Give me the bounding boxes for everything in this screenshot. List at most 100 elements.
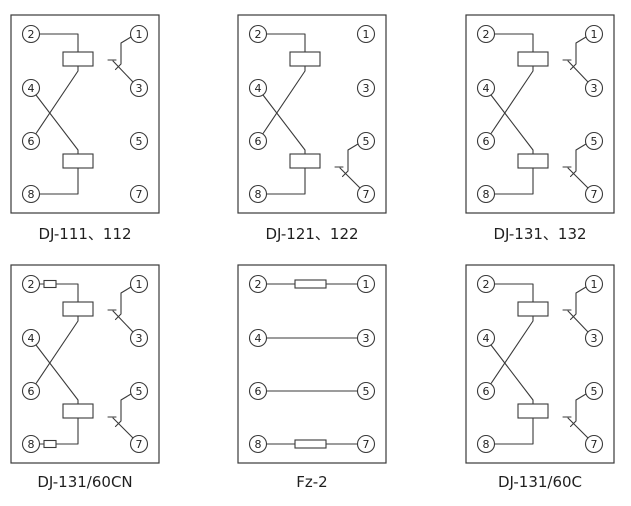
resistor-2-1 <box>294 279 327 289</box>
contact-moving-blade <box>567 417 589 439</box>
terminal-7: 7 <box>129 434 149 454</box>
contact-1-3 <box>562 286 589 333</box>
terminal-1: 1 <box>584 24 604 44</box>
crossed-wire-coil-to-terminal6 <box>490 315 534 385</box>
terminal-4: 4 <box>21 328 41 348</box>
terminal-2: 2 <box>21 24 41 44</box>
diagram-border <box>465 14 615 214</box>
contact-fixed-arm <box>114 286 132 321</box>
coil-assembly <box>35 33 94 195</box>
terminal-8-number: 8 <box>255 188 262 201</box>
terminal-7: 7 <box>356 184 376 204</box>
upper-coil <box>517 301 549 317</box>
schematic-dj-131-132: 2 4 6 8 1 3 5 7 <box>465 14 615 214</box>
terminal-3: 3 <box>584 78 604 98</box>
wire-terminal2-to-coil <box>38 33 79 53</box>
contact-1-3 <box>562 36 589 83</box>
terminal-2-number: 2 <box>255 28 262 41</box>
wire-resistor-to-coil <box>55 283 79 303</box>
terminal-8: 8 <box>248 184 268 204</box>
terminal-4-number: 4 <box>28 332 35 345</box>
terminal-3: 3 <box>129 328 149 348</box>
diagram-border <box>10 14 160 214</box>
contact-moving-blade <box>112 60 134 83</box>
crossed-wire-terminal4-to-coil <box>35 94 79 155</box>
terminal-6: 6 <box>248 381 268 401</box>
terminal-7-number: 7 <box>591 438 598 451</box>
relay-diagram-dj-131-132: 2 4 6 8 1 3 5 7 DJ-131、132 <box>465 14 615 244</box>
schematic-dj-131-60c: 2 4 6 8 1 3 5 7 <box>465 264 615 464</box>
terminal-1: 1 <box>129 24 149 44</box>
wire-coil-to-terminal8 <box>493 417 534 445</box>
terminal-8: 8 <box>248 434 268 454</box>
contact-5-7 <box>107 393 134 439</box>
crossed-wire-coil-to-terminal6 <box>262 65 306 135</box>
contact-fixed-arm <box>114 36 132 71</box>
terminal-8: 8 <box>476 434 496 454</box>
diagram-border <box>465 264 615 464</box>
lower-coil <box>62 403 94 419</box>
terminal-6: 6 <box>476 381 496 401</box>
terminal-4-number: 4 <box>28 82 35 95</box>
diagram-label: DJ-131/60CN <box>37 473 133 491</box>
terminal-8: 8 <box>476 184 496 204</box>
terminal-6-number: 6 <box>28 385 35 398</box>
crossed-wire-coil-to-terminal6 <box>35 315 79 385</box>
terminal-1: 1 <box>129 274 149 294</box>
coil-assembly <box>490 283 549 445</box>
terminal-2: 2 <box>248 274 268 294</box>
relay-diagram-dj-131-60c: 2 4 6 8 1 3 5 7 DJ-131/60C <box>465 264 615 491</box>
wire-coil-to-resistor <box>55 417 79 445</box>
coil-assembly <box>490 33 549 195</box>
contact-fixed-arm <box>114 393 132 428</box>
crossed-wire-coil-to-terminal6 <box>35 65 79 135</box>
diagram-border <box>10 264 160 464</box>
contact-moving-blade <box>567 167 589 189</box>
terminal-1: 1 <box>356 274 376 294</box>
terminal-7: 7 <box>584 184 604 204</box>
terminal-8: 8 <box>21 184 41 204</box>
terminal-7: 7 <box>356 434 376 454</box>
lower-coil <box>62 153 94 169</box>
terminal-4-number: 4 <box>255 82 262 95</box>
wire-coil-to-terminal8 <box>265 167 306 195</box>
terminal-3-number: 3 <box>591 332 598 345</box>
terminal-3: 3 <box>129 78 149 98</box>
row-2-1 <box>265 279 359 289</box>
terminal-8-number: 8 <box>255 438 262 451</box>
terminal-2: 2 <box>476 274 496 294</box>
resistor-8-7 <box>294 439 327 449</box>
terminal-7-number: 7 <box>363 188 370 201</box>
diagram-label: Fz-2 <box>296 473 328 491</box>
terminal-7-number: 7 <box>591 188 598 201</box>
terminal-5: 5 <box>356 381 376 401</box>
contact-moving-blade <box>567 60 589 83</box>
terminal-3-number: 3 <box>363 332 370 345</box>
diagram-label: DJ-131/60C <box>497 473 583 491</box>
schematic-dj-131-60cn: 2 4 6 8 1 3 5 7 <box>10 264 160 464</box>
terminal-8-number: 8 <box>483 438 490 451</box>
contact-fixed-arm <box>569 393 587 428</box>
relay-diagram-fz-2: 2 4 6 8 1 3 5 7 Fz-2 <box>237 264 387 491</box>
wire-coil-to-terminal8 <box>493 167 534 195</box>
terminal-7: 7 <box>584 434 604 454</box>
terminal-7: 7 <box>129 184 149 204</box>
terminal-2: 2 <box>21 274 41 294</box>
terminal-5: 5 <box>584 381 604 401</box>
terminal-4: 4 <box>248 328 268 348</box>
row-8-7 <box>265 439 359 449</box>
lower-coil <box>517 153 549 169</box>
wire-terminal2-to-coil <box>493 33 534 53</box>
diagram-border <box>237 14 387 214</box>
terminal-3-number: 3 <box>363 82 370 95</box>
coil-assembly <box>262 33 321 195</box>
terminal-5-number: 5 <box>591 385 598 398</box>
terminal-1: 1 <box>584 274 604 294</box>
contact-moving-blade <box>112 310 134 333</box>
terminal-5-number: 5 <box>136 135 143 148</box>
terminal-3: 3 <box>356 328 376 348</box>
terminal-1-number: 1 <box>136 28 143 41</box>
contact-5-7 <box>562 143 589 189</box>
upper-coil <box>289 51 321 67</box>
